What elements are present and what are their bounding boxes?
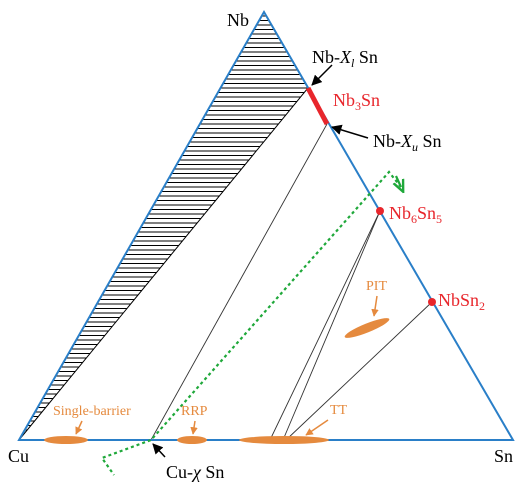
tie-line-nb6sn5-b: [282, 210, 381, 441]
hatched-region: [19, 15, 308, 440]
nbsn2-label: NbSn2: [438, 290, 485, 313]
pit-region: [344, 318, 390, 338]
nb-xl-arrow: [311, 64, 333, 86]
pit-label: PIT: [366, 279, 387, 294]
single-barrier-label: Single-barrier: [53, 404, 131, 419]
nbsn2-point: [428, 298, 436, 306]
vertex-label-sn: Sn: [494, 446, 513, 466]
pit-arrow: [371, 295, 379, 317]
tie-line-cu-nb3sn: [150, 123, 328, 441]
diffusion-path: [100, 170, 402, 476]
single-barrier-region: [44, 436, 88, 444]
nb-xu-sn-label: Nb-Xu Sn: [373, 131, 442, 154]
tt-region: [239, 436, 329, 444]
nb-xl-sn-label: Nb-Xl Sn: [312, 47, 378, 70]
rrp-arrow: [190, 420, 198, 435]
tie-line-nb6sn5-a: [269, 210, 381, 441]
nb3sn-phase-segment: [305, 86, 330, 126]
ternary-triangle: [17, 9, 515, 441]
rrp-region: [177, 436, 207, 444]
nb-xu-arrow: [330, 124, 369, 139]
cu-chi-arrow: [152, 443, 166, 458]
nb3sn-label: Nb3Sn: [333, 90, 380, 113]
vertex-label-cu: Cu: [8, 446, 29, 466]
cu-chi-sn-label: Cu-χ Sn: [166, 462, 224, 482]
diffusion-path-arrowhead: [396, 175, 401, 187]
tie-lines: [150, 123, 433, 441]
nb6sn5-point: [376, 207, 384, 215]
rrp-label: RRP: [181, 404, 208, 419]
vertex-label-nb: Nb: [227, 10, 249, 30]
tt-label: TT: [330, 403, 348, 418]
tie-line-nbsn2: [285, 301, 433, 441]
tt-arrow: [305, 419, 329, 436]
nb6sn5-label: Nb6Sn5: [389, 203, 442, 226]
single-barrier-arrow: [75, 420, 83, 435]
